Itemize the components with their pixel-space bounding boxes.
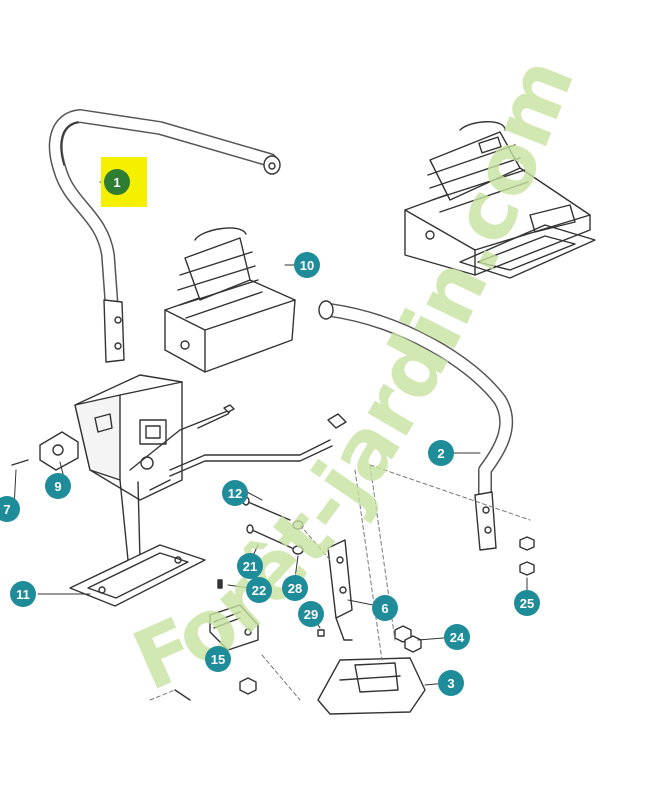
callout-12[interactable]: 12 <box>222 480 248 506</box>
bracket-plate-part-6 <box>317 539 353 641</box>
callout-label: 22 <box>251 582 267 598</box>
gasket-left <box>69 544 206 607</box>
callout-15[interactable]: 15 <box>205 646 231 672</box>
rubber-boot-left <box>164 227 296 373</box>
control-lever-left <box>48 109 281 363</box>
clamp-part-9 <box>11 431 79 471</box>
callout-label: 25 <box>519 595 535 611</box>
switch-block <box>209 579 259 651</box>
callout-29[interactable]: 29 <box>298 601 324 627</box>
bracket-assembly <box>74 374 235 561</box>
callout-label: 15 <box>210 651 226 667</box>
callout-label: 3 <box>447 675 455 691</box>
callout-21[interactable]: 21 <box>237 553 263 579</box>
callout-22[interactable]: 22 <box>246 577 272 603</box>
callout-10[interactable]: 10 <box>294 252 320 278</box>
base-bracket-part-3 <box>317 657 426 715</box>
gasket-right <box>459 224 596 279</box>
callout-2[interactable]: 2 <box>428 440 454 466</box>
callout-6[interactable]: 6 <box>372 595 398 621</box>
callout-label: 2 <box>437 445 445 461</box>
callout-label: 9 <box>54 478 62 494</box>
control-lever-right <box>318 300 514 551</box>
rubber-boot-right <box>404 121 591 276</box>
bolts-and-washers <box>242 496 304 555</box>
nuts <box>174 536 535 701</box>
callout-label: 24 <box>449 629 465 645</box>
callout-label: 1 <box>113 174 121 190</box>
callout-label: 11 <box>16 586 30 602</box>
callout-label: 10 <box>299 257 315 273</box>
callout-label: 7 <box>3 501 11 517</box>
callout-label: 28 <box>287 580 303 596</box>
callout-label: 6 <box>381 600 389 616</box>
linkage-rod <box>149 413 347 491</box>
callout-label: 12 <box>227 485 243 501</box>
callout-25[interactable]: 25 <box>514 590 540 616</box>
callout-label: 21 <box>242 558 258 574</box>
callout-3[interactable]: 3 <box>438 670 464 696</box>
callout-7[interactable]: 7 <box>0 496 20 522</box>
callout-24[interactable]: 24 <box>444 624 470 650</box>
callout-9[interactable]: 9 <box>45 473 71 499</box>
callout-label: 29 <box>303 606 319 622</box>
callout-28[interactable]: 28 <box>282 575 308 601</box>
callout-1[interactable]: 1 <box>104 169 130 195</box>
callout-11[interactable]: 11 <box>10 581 36 607</box>
